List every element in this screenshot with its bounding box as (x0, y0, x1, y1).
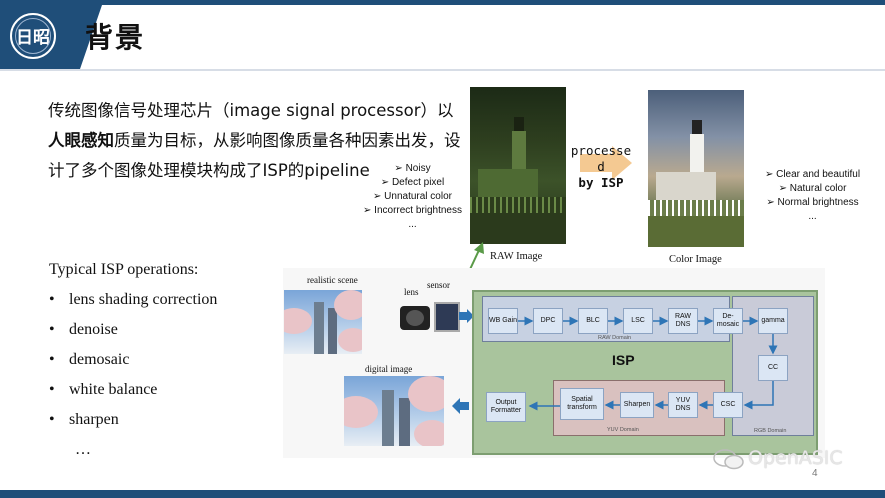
processed-label: processe d by ISP (570, 143, 632, 190)
ops-list: •lens shading correction •denoise •demos… (49, 288, 217, 468)
color-qualities-list: ➢ Clear and beautiful ➢ Natural color ➢ … (745, 168, 880, 224)
spatial-transform-block: Spatial transform (560, 388, 604, 420)
sensor-to-isp-arrow (459, 309, 474, 323)
intro-paragraph: 传统图像信号处理芯片（image signal processor）以人眼感知质… (48, 96, 468, 186)
color-image-caption: Color Image (669, 254, 722, 265)
rgb-domain-label: RGB Domain (754, 428, 787, 434)
blc-block: BLC (578, 308, 608, 334)
page-number: 4 (812, 468, 818, 479)
intro-text-2: 质量为目标，从影响图像质量各种因素出发，设计了多个图像处理模块构成了ISP的pi… (48, 131, 461, 180)
ops-item-more: … (75, 441, 91, 458)
ops-item: •demosaic (49, 351, 130, 368)
digital-image (344, 376, 444, 446)
header-divider (0, 69, 885, 71)
watermark-text: OpenASIC (748, 447, 843, 469)
dpc-block: DPC (533, 308, 563, 334)
processed-arrow-head (612, 146, 632, 180)
color-quality: ➢ Natural color (778, 183, 847, 194)
header-slant (80, 5, 102, 69)
raw-issue: ... (408, 219, 417, 230)
raw-domain-label: RAW Domain (598, 335, 632, 341)
demosaic-block: De- mosaic (713, 308, 743, 334)
realistic-scene-image (284, 290, 362, 354)
color-image (648, 90, 744, 247)
color-quality: ... (808, 211, 817, 222)
raw-issue: ➢ Unnatural color (373, 191, 452, 202)
lens-label: lens (404, 287, 419, 297)
gamma-block: gamma (758, 308, 788, 334)
yuv-domain-label: YUV Domain (607, 427, 639, 433)
wb-gain-block: WB Gain (488, 308, 518, 334)
ops-item: •sharpen (49, 411, 119, 428)
raw-issue: ➢ Incorrect brightness (363, 205, 462, 216)
top-bar (0, 0, 885, 5)
raw-image (470, 87, 566, 244)
logo-ring (15, 18, 51, 54)
lsc-block: LSC (623, 308, 653, 334)
wechat-icon (713, 449, 744, 470)
intro-bold: 人眼感知 (48, 131, 114, 150)
sharpen-block: Sharpen (620, 392, 654, 418)
pipeline-arrows (518, 316, 778, 411)
ops-item: •lens shading correction (49, 291, 218, 308)
ops-title: Typical ISP operations: (49, 261, 199, 278)
raw-issue: ➢ Noisy (394, 163, 431, 174)
isp-to-output-arrow (452, 398, 469, 414)
sensor-label: sensor (427, 280, 450, 290)
raw-image-caption: RAW Image (490, 251, 543, 262)
realistic-scene-label: realistic scene (307, 275, 358, 285)
color-quality: ➢ Normal brightness (766, 197, 859, 208)
ops-item: •denoise (49, 321, 118, 338)
digital-image-label: digital image (365, 364, 413, 374)
raw-dns-block: RAW DNS (668, 308, 698, 334)
bottom-bar (0, 490, 885, 498)
lens-sensor-graphic (400, 296, 462, 336)
isp-label: ISP (612, 352, 635, 368)
cc-block: CC (758, 355, 788, 381)
csc-block: CSC (713, 392, 743, 418)
intro-text-1: 传统图像信号处理芯片（image signal processor）以 (48, 101, 454, 120)
processed-arrow-body (580, 154, 612, 172)
output-formatter-block: Output Formatter (486, 392, 526, 422)
ops-item: •white balance (49, 381, 158, 398)
raw-issue: ➢ Defect pixel (380, 177, 445, 188)
yuv-dns-block: YUV DNS (668, 392, 698, 418)
raw-issues-list: ➢ Noisy ➢ Defect pixel ➢ Unnatural color… (355, 162, 470, 232)
color-quality: ➢ Clear and beautiful (764, 169, 861, 180)
slide-title: 背景 (85, 21, 146, 54)
